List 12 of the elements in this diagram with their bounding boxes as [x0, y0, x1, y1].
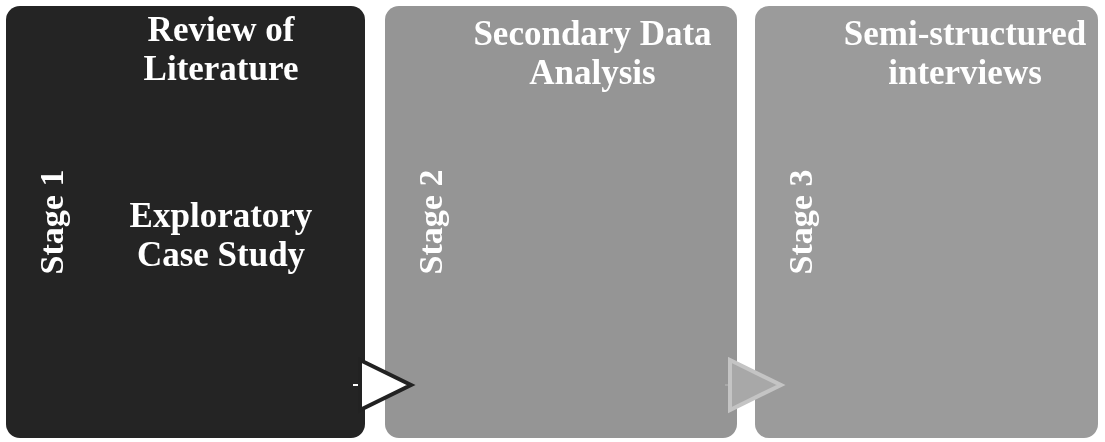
stage-heading: Exploratory Case Study [128, 196, 314, 275]
stage-label: Stage 3 [782, 169, 820, 275]
stage-panel [755, 6, 1098, 438]
stage-label: Stage 2 [412, 169, 450, 275]
stage-panel [6, 6, 365, 438]
stage-panel [385, 6, 737, 438]
stage-heading: Secondary Data Analysis [472, 14, 713, 93]
stage-heading: Review of Literature [142, 10, 300, 89]
chevron-arrow [352, 358, 413, 412]
stage-label: Stage 1 [33, 169, 71, 275]
chevron-arrow [724, 358, 783, 412]
stage-heading: Semi-structured interviews [842, 14, 1088, 93]
